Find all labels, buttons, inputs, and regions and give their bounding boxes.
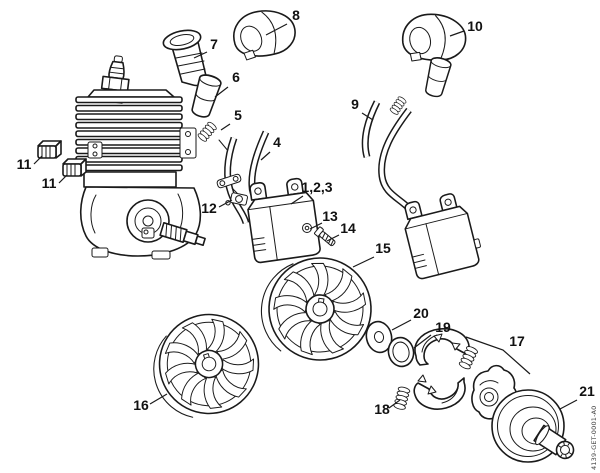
clutch-spring-18: [392, 385, 411, 411]
callout-7: 7: [210, 36, 218, 52]
leader-lines: [33, 23, 578, 410]
callout-6: 6: [232, 69, 240, 85]
callout-4: 4: [273, 134, 281, 150]
bracket-12: [216, 173, 248, 206]
flywheel-15: [255, 250, 377, 366]
callout-19: 19: [435, 319, 451, 335]
callout-15: 15: [375, 240, 391, 256]
callout-14: 14: [340, 220, 356, 236]
callout-1-2-3: 1,2,3: [301, 179, 332, 195]
callout-13: 13: [322, 208, 338, 224]
ring-19: [387, 336, 415, 368]
boot-right: [422, 55, 453, 100]
callout-labels: 1,2,3 4 5 6 7 8 9 10 11 11 12 13 14 15 1…: [17, 7, 595, 417]
boot-cover-right: [400, 11, 468, 66]
drawing-number: 4139-GET-0001-A0: [590, 405, 598, 470]
flywheel-16: [140, 302, 271, 429]
callout-11a: 11: [17, 156, 32, 172]
cylinder: [75, 89, 197, 188]
screw-14: [314, 226, 336, 247]
clutch-shoe-lower: [413, 374, 466, 410]
callout-16: 16: [133, 397, 149, 413]
callout-8: 8: [292, 7, 300, 23]
grommet: [162, 29, 207, 87]
boot-cover-left: [230, 6, 299, 62]
wire-sleeve-9: [361, 100, 381, 158]
clutch-shoe-upper: [414, 327, 470, 366]
plug-block-a: [37, 140, 62, 159]
callout-17: 17: [509, 333, 525, 349]
washer-13: [302, 223, 312, 233]
callout-9: 9: [351, 96, 359, 112]
spring-5: [196, 120, 218, 143]
callout-20: 20: [413, 305, 429, 321]
ignition-lead-left: [223, 136, 250, 225]
callout-10: 10: [467, 18, 483, 34]
ignition-module-right: [398, 187, 486, 281]
washer-20: [365, 320, 393, 354]
callout-12: 12: [201, 200, 217, 216]
engine-assembly: [75, 55, 206, 260]
plug-block-b: [62, 158, 87, 177]
callout-18: 18: [374, 401, 390, 417]
callout-5: 5: [234, 107, 242, 123]
clutch-drum: [491, 389, 575, 463]
crankcase: [79, 186, 202, 260]
crankshaft: [159, 221, 206, 247]
callout-21: 21: [579, 383, 595, 399]
callout-11b: 11: [42, 175, 57, 191]
